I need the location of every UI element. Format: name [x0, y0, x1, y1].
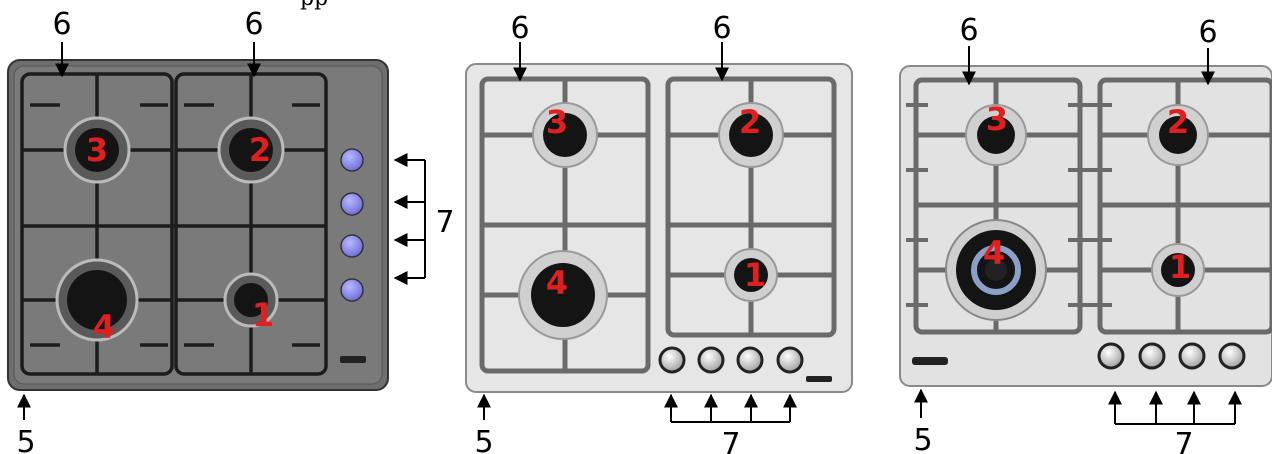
knob-4[interactable]	[1218, 342, 1246, 370]
burner-number: 1	[744, 256, 766, 294]
burner-number: 3	[546, 103, 568, 141]
knob-3[interactable]	[736, 346, 764, 374]
burner-number: 2	[739, 103, 761, 141]
knob-3[interactable]	[1178, 342, 1206, 370]
burner-number: 1	[1169, 248, 1191, 286]
hob-3	[899, 46, 1272, 425]
burner-1	[724, 248, 778, 302]
knob-1[interactable]	[658, 346, 686, 374]
knob-row	[1097, 342, 1246, 370]
burner-3	[63, 116, 131, 184]
callout-6: 6	[712, 11, 731, 46]
burner-3	[965, 104, 1027, 166]
callout-5: 5	[474, 425, 493, 454]
callout-6: 6	[959, 13, 978, 48]
burner-4	[518, 250, 608, 340]
knob-1[interactable]	[340, 148, 364, 172]
burner-number: 4	[93, 308, 115, 346]
callout-7: 7	[721, 427, 740, 454]
callout-6: 6	[1198, 15, 1217, 50]
callout-6: 6	[52, 7, 71, 42]
top-caption: pp	[300, 0, 328, 11]
callout-5: 5	[913, 423, 932, 454]
callout-5: 5	[16, 425, 35, 454]
burner-number: 2	[1167, 103, 1189, 141]
knob-column	[340, 148, 364, 302]
knob-row	[658, 346, 804, 374]
knob-4[interactable]	[340, 278, 364, 302]
burner-2	[217, 116, 285, 184]
knob-2[interactable]	[340, 192, 364, 216]
knob-2[interactable]	[1138, 342, 1166, 370]
knob-1[interactable]	[1097, 342, 1125, 370]
callout-7: 7	[1174, 427, 1193, 454]
callout-7: 7	[435, 205, 454, 240]
callout-6: 6	[510, 11, 529, 46]
hob-1	[7, 42, 426, 420]
burner-number: 3	[986, 100, 1008, 138]
burner-1	[223, 272, 279, 328]
burner-4	[945, 219, 1047, 321]
burner-1	[1151, 243, 1205, 297]
burner-4	[55, 258, 139, 342]
burner-3	[532, 102, 598, 168]
knob-3[interactable]	[340, 234, 364, 258]
burner-number: 4	[983, 234, 1005, 272]
brand-plate	[912, 357, 948, 365]
knob-4[interactable]	[776, 346, 804, 374]
burner-number: 4	[546, 264, 568, 302]
burner-number: 2	[249, 131, 271, 169]
burner-number: 1	[252, 296, 274, 334]
burner-number: 3	[86, 131, 108, 169]
knob-2[interactable]	[697, 346, 725, 374]
burner-2	[718, 102, 784, 168]
hob-2	[465, 42, 853, 423]
burner-2	[1147, 104, 1209, 166]
brand-plate	[340, 356, 366, 363]
brand-plate	[806, 376, 832, 382]
callout-6: 6	[244, 7, 263, 42]
